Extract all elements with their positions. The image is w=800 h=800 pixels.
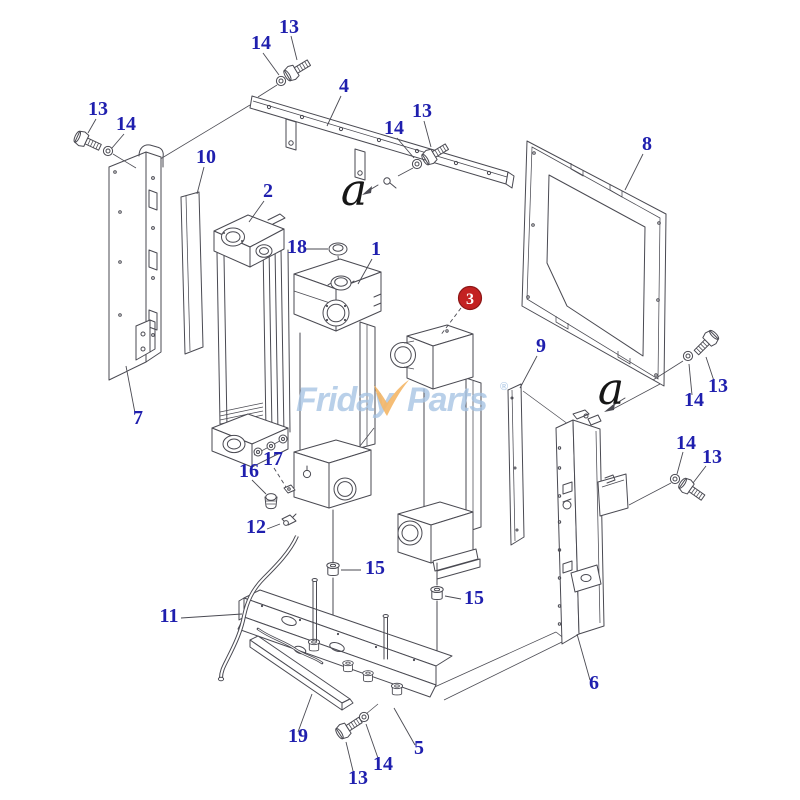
callout-19: 19 [288, 725, 308, 747]
part-9-strip [507, 383, 573, 546]
callout-13-left: 13 [88, 98, 108, 120]
leader-lines [87, 35, 715, 776]
watermark-text-right: Parts [407, 381, 487, 419]
highlight-badge-circle [457, 285, 483, 311]
highlight-badge: 3 [457, 285, 483, 311]
part-4-top-bracket [146, 95, 515, 189]
part-1-radiator [293, 258, 382, 651]
view-label-a-right: a [598, 364, 624, 415]
callout-14-top-left: 14 [251, 32, 271, 54]
callout-9: 9 [536, 335, 546, 357]
callout-14-top-right: 14 [384, 117, 404, 139]
highlight-badge-number: 3 [466, 291, 474, 308]
part-11-tube [217, 535, 299, 682]
callout-13-right-low: 13 [702, 446, 722, 468]
view-arrow-a-right [604, 397, 626, 412]
registered-mark: ® [500, 381, 508, 393]
view-label-a-top: a [341, 165, 367, 216]
callout-14-bottom: 14 [373, 753, 393, 775]
part-5-base-plate [237, 578, 453, 698]
callout-4: 4 [339, 75, 349, 97]
callout-16: 16 [239, 460, 259, 482]
callout-13-right-up: 13 [708, 375, 728, 397]
callout-17: 17 [263, 448, 283, 470]
watermark: Friday Parts ® [296, 380, 508, 419]
part-19-rail [249, 635, 354, 711]
callout-14-left: 14 [116, 113, 136, 135]
callout-2: 2 [263, 180, 273, 202]
callout-5: 5 [414, 737, 424, 759]
part-10-strip [180, 191, 204, 355]
part-3-aftercooler [390, 324, 482, 661]
callout-12: 12 [246, 516, 266, 538]
callout-6: 6 [589, 672, 599, 694]
part-8-shroud [521, 140, 667, 410]
view-arrow-a-top [362, 177, 397, 195]
callout-15-right: 15 [464, 587, 484, 609]
callout-11: 11 [160, 605, 179, 627]
callout-18: 18 [287, 236, 307, 258]
callout-1: 1 [371, 238, 381, 260]
watermark-check-icon [374, 380, 409, 416]
part-6-side-bracket [427, 360, 684, 701]
callout-15-left: 15 [365, 557, 385, 579]
part-12-clamp [281, 513, 297, 526]
callout-10: 10 [196, 146, 216, 168]
hardware-bolt-washer-sets [71, 55, 722, 742]
view-labels: a a [341, 165, 624, 415]
callout-13-top-left: 13 [279, 16, 299, 38]
callout-14-right-low: 14 [676, 432, 696, 454]
callout-13-top-right: 13 [412, 100, 432, 122]
callout-13-bottom: 13 [348, 767, 368, 789]
part-16-plug [264, 493, 278, 510]
callout-7: 7 [133, 407, 143, 429]
callout-labels: 13 14 4 13 14 13 14 10 2 18 1 8 9 13 14 … [88, 16, 728, 789]
callout-8: 8 [642, 133, 652, 155]
part-17-clip [283, 484, 296, 494]
callout-14-right-up: 14 [684, 389, 704, 411]
part-7-side-bracket [108, 144, 164, 381]
part-2-oil-cooler [211, 213, 291, 468]
